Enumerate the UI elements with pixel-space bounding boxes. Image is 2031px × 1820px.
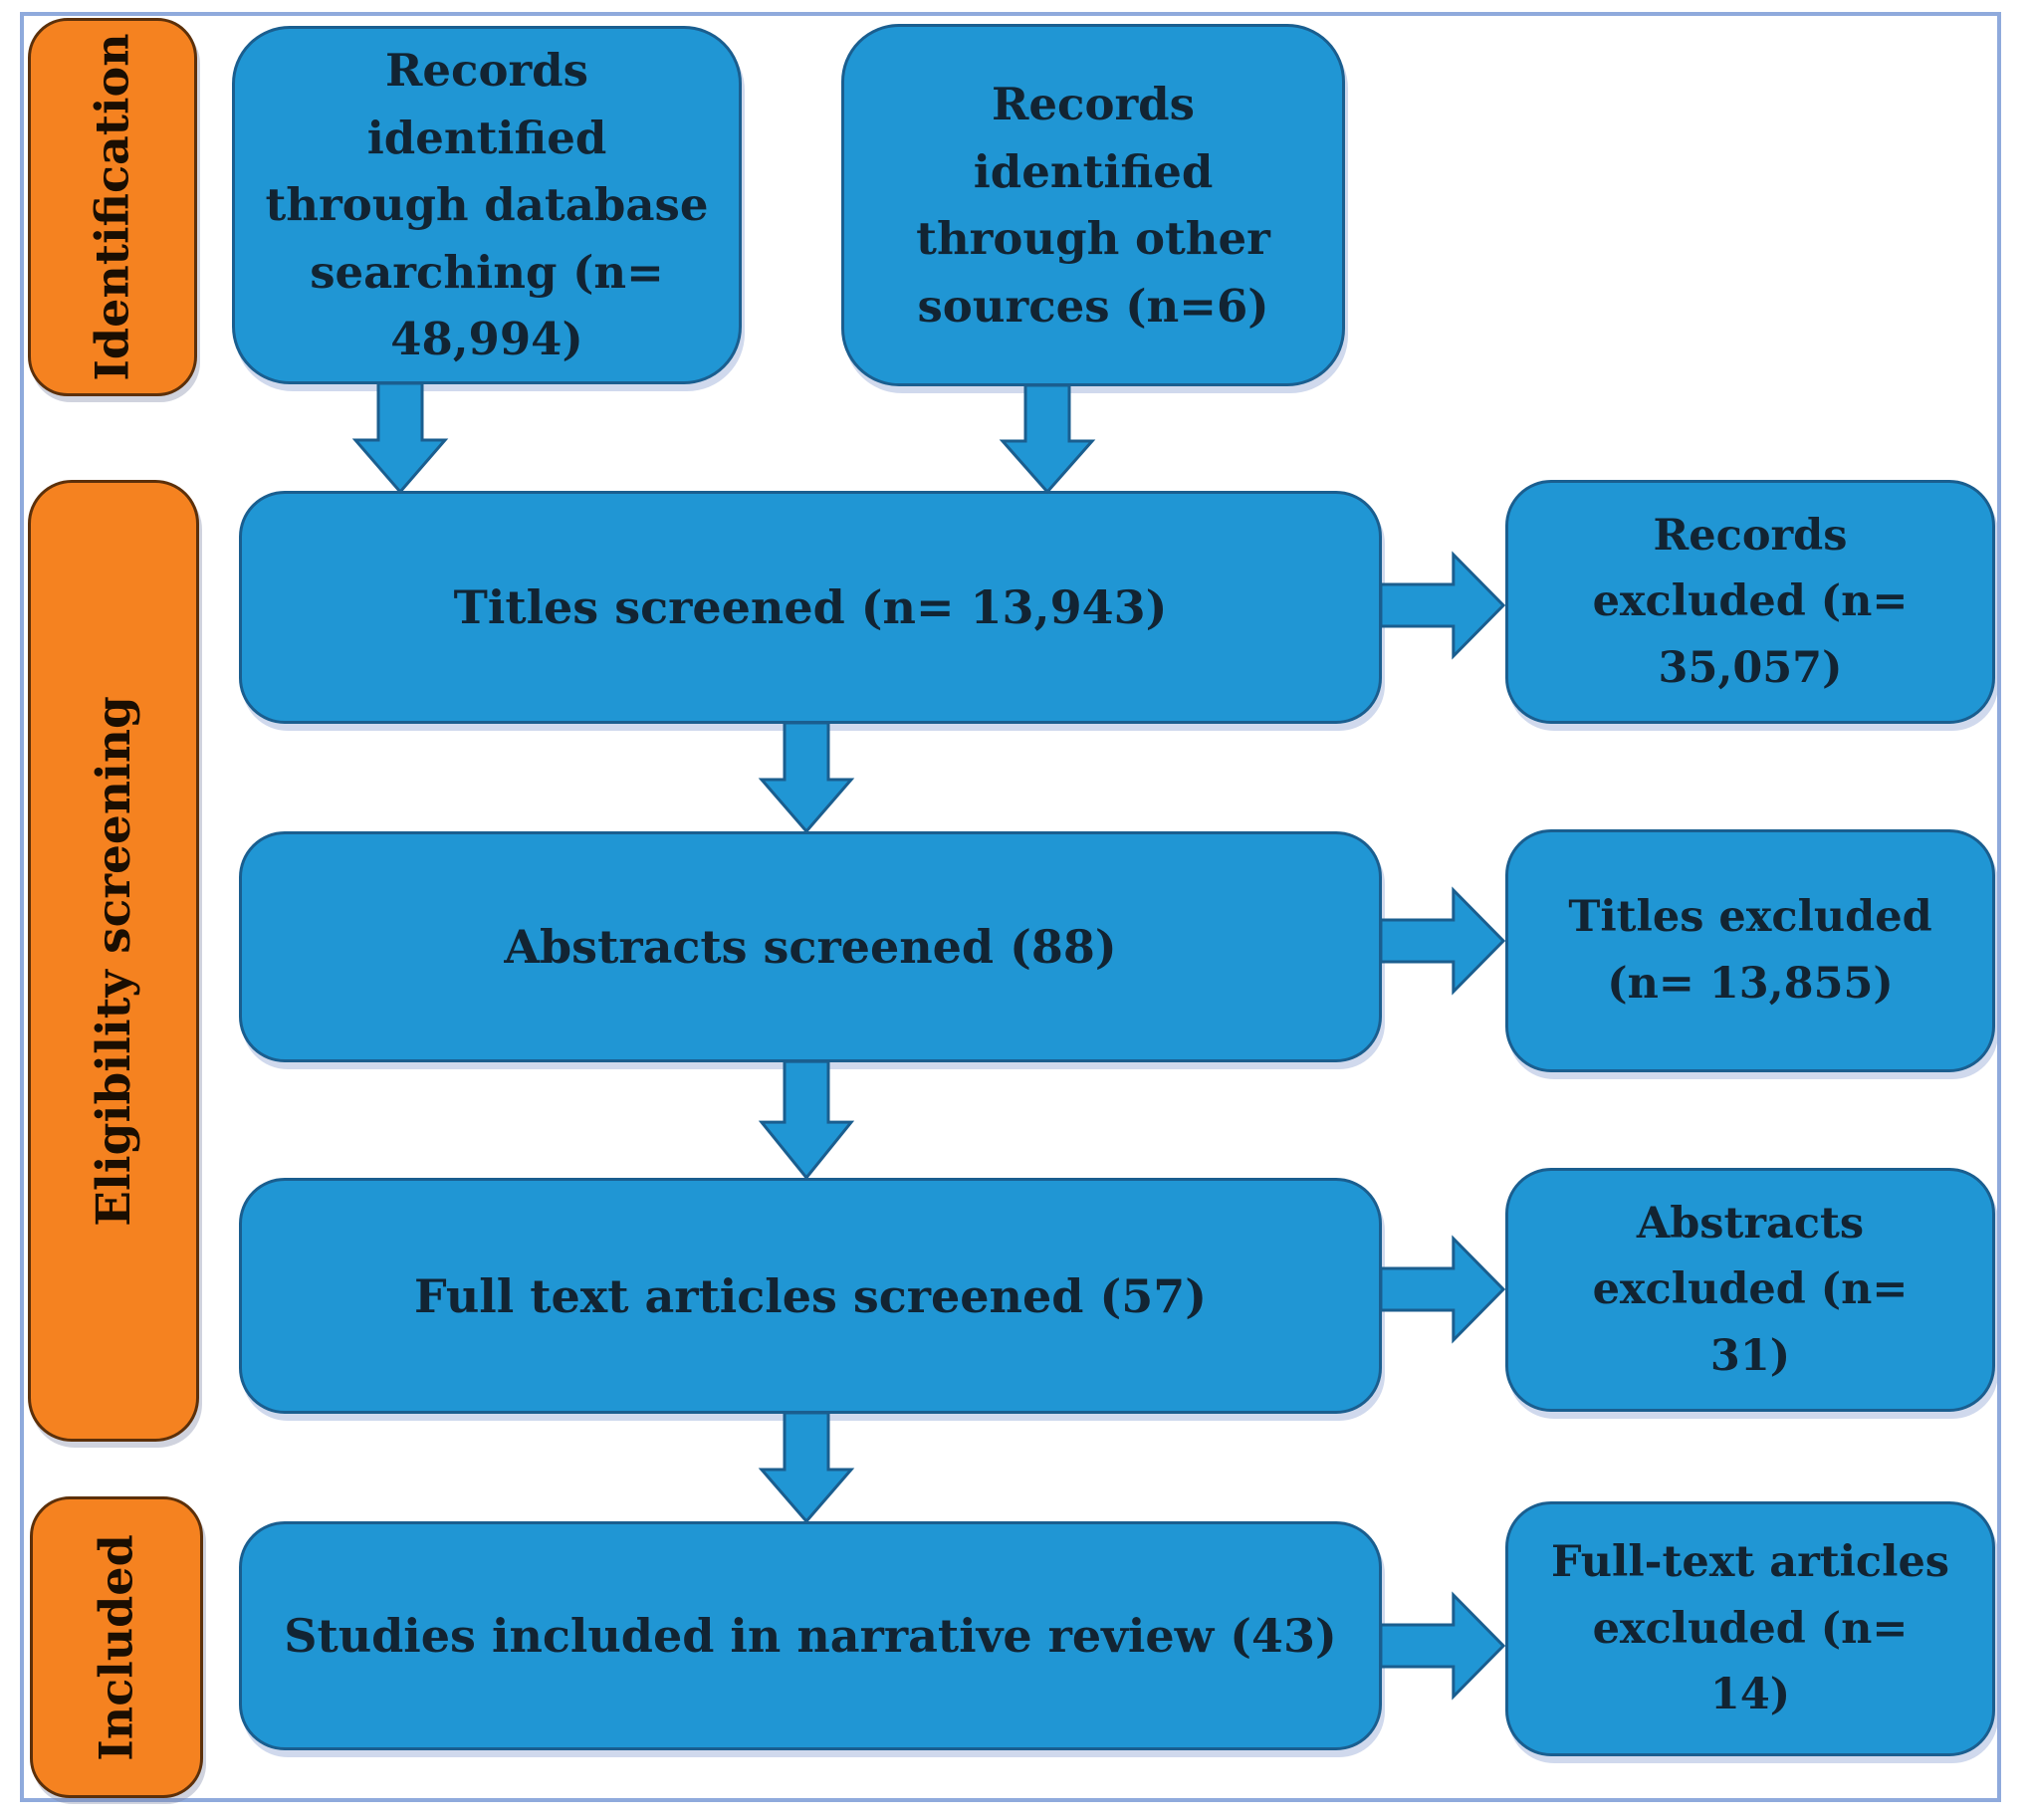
- stage-eligibility-screening: Eligibility screening: [28, 480, 199, 1442]
- arrow-right-titles-to-records-excluded: [1379, 551, 1506, 660]
- arrow-down-database-to-titles: [350, 382, 450, 494]
- node-abstracts-excluded-label: Abstracts excluded (n= 31): [1592, 1198, 1909, 1381]
- node-fulltext-screened: Full text articles screened (57): [239, 1178, 1382, 1414]
- node-records-database-searching-label: Records identified through database sear…: [265, 44, 709, 366]
- stage-identification-label: Identification: [86, 33, 140, 381]
- stage-included-label: Included: [90, 1533, 144, 1761]
- node-studies-included: Studies included in narrative review (43…: [239, 1521, 1382, 1750]
- node-studies-included-label: Studies included in narrative review (43…: [284, 1609, 1337, 1663]
- arrow-down-titles-to-abstracts: [757, 722, 856, 833]
- node-abstracts-screened-label: Abstracts screened (88): [504, 920, 1117, 974]
- stage-included: Included: [30, 1496, 203, 1798]
- node-records-excluded-label: Records excluded (n= 35,057): [1592, 510, 1909, 693]
- node-fulltext-excluded: Full-text articles excluded (n= 14): [1505, 1501, 1995, 1756]
- arrow-down-other-sources-to-titles: [998, 384, 1097, 494]
- stage-eligibility-screening-label: Eligibility screening: [86, 695, 141, 1227]
- node-titles-excluded-label: Titles excluded (n= 13,855): [1568, 892, 1932, 1009]
- node-abstracts-excluded: Abstracts excluded (n= 31): [1505, 1168, 1995, 1412]
- arrow-right-studies-to-fulltext-excluded: [1379, 1591, 1506, 1701]
- node-titles-screened: Titles screened (n= 13,943): [239, 491, 1382, 724]
- node-records-other-sources: Records identified through other sources…: [841, 24, 1345, 386]
- arrow-down-fulltext-to-studies: [757, 1412, 856, 1523]
- arrow-right-abstracts-to-titles-excluded: [1379, 886, 1506, 996]
- node-records-database-searching: Records identified through database sear…: [232, 26, 742, 384]
- stage-identification: Identification: [28, 18, 197, 396]
- node-abstracts-screened: Abstracts screened (88): [239, 831, 1382, 1062]
- node-records-other-sources-label: Records identified through other sources…: [916, 78, 1270, 333]
- node-fulltext-screened-label: Full text articles screened (57): [414, 1268, 1207, 1323]
- node-records-excluded: Records excluded (n= 35,057): [1505, 480, 1995, 724]
- arrow-down-abstracts-to-fulltext: [757, 1060, 856, 1180]
- arrow-right-fulltext-to-abstracts-excluded: [1379, 1235, 1506, 1344]
- node-titles-excluded: Titles excluded (n= 13,855): [1505, 829, 1995, 1072]
- node-fulltext-excluded-label: Full-text articles excluded (n= 14): [1550, 1537, 1950, 1720]
- node-titles-screened-label: Titles screened (n= 13,943): [453, 580, 1168, 634]
